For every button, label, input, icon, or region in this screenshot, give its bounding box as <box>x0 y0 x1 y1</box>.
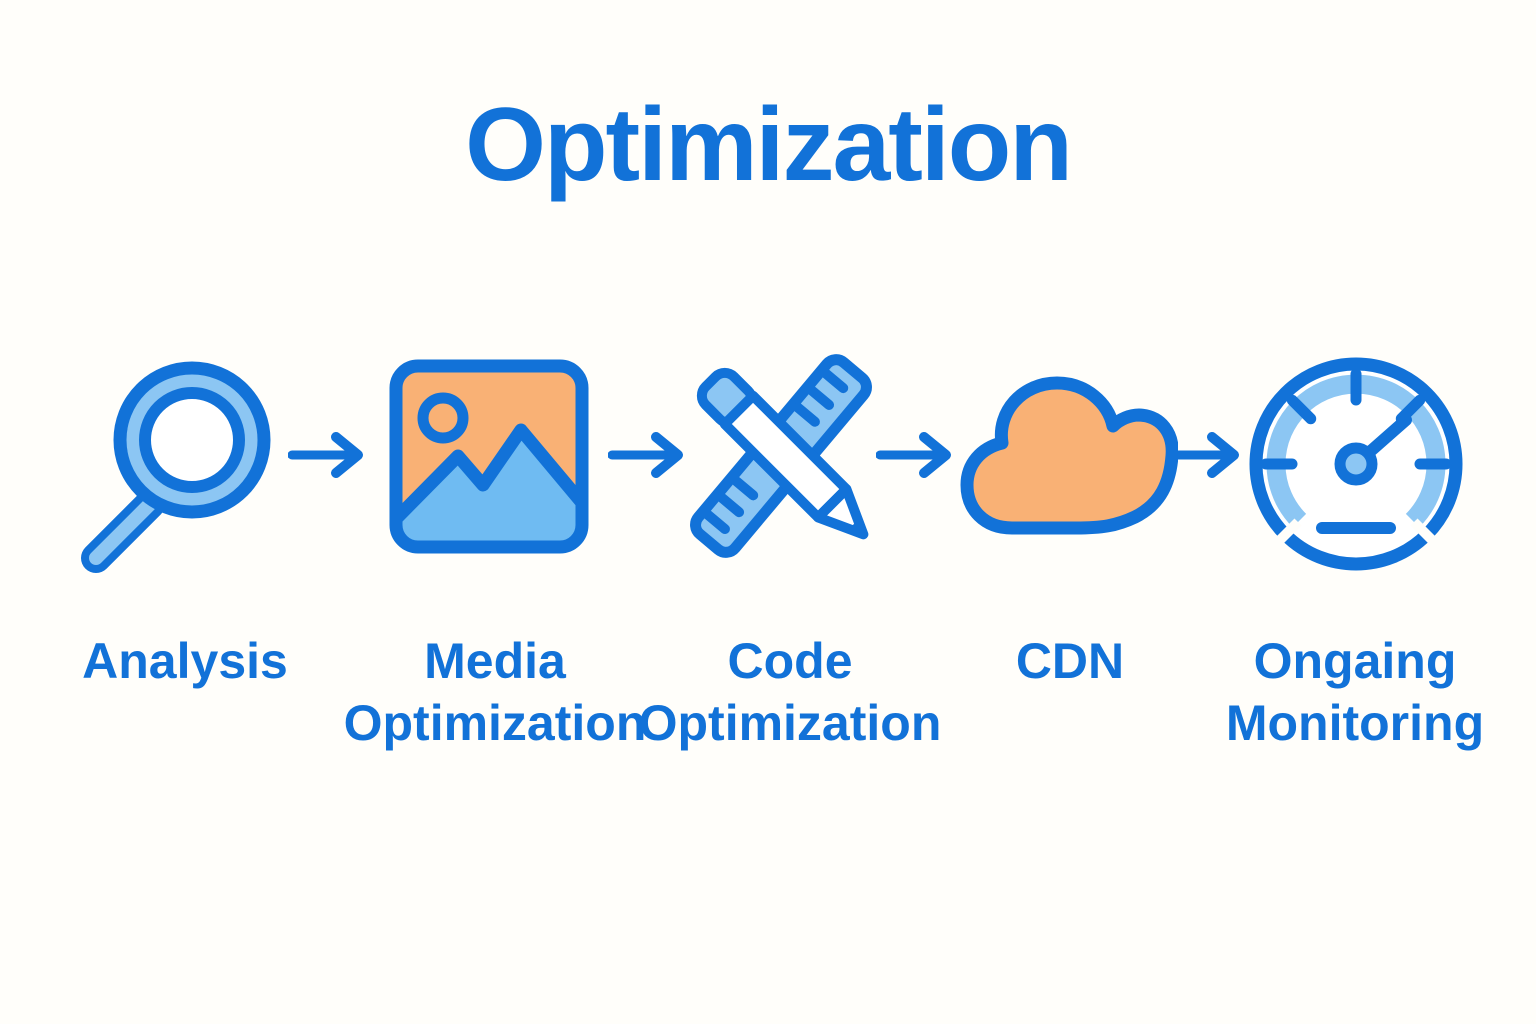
cloud-icon <box>960 376 1178 535</box>
image-icon <box>389 359 589 554</box>
arrow-right-icon <box>608 432 683 478</box>
step-label-line: Optimization <box>638 695 942 751</box>
arrow-right-icon <box>876 432 951 478</box>
gauge-icon <box>1249 357 1463 571</box>
step-label-cdn: CDN <box>910 630 1230 692</box>
step-label-line: Monitoring <box>1225 695 1485 751</box>
step-label-line: Code <box>727 633 853 689</box>
step-label-line: Ongaing <box>1253 633 1457 689</box>
step-label-line: Analysis <box>82 633 288 689</box>
step-label-media-optimization: Media Optimization <box>335 630 655 754</box>
magnifier-icon <box>81 361 271 573</box>
page-title: Optimization <box>465 87 1073 203</box>
pencil-ruler-icon <box>690 354 872 558</box>
step-label-line: CDN <box>1015 633 1125 689</box>
step-label-ongaing-monitoring: Ongaing Monitoring <box>1195 630 1515 754</box>
step-label-line: Optimization <box>343 695 647 751</box>
arrow-right-icon <box>1172 432 1239 478</box>
arrow-right-icon <box>288 432 363 478</box>
step-label-line: Media <box>424 633 566 689</box>
step-label-analysis: Analysis <box>25 630 345 692</box>
step-label-code-optimization: Code Optimization <box>630 630 950 754</box>
